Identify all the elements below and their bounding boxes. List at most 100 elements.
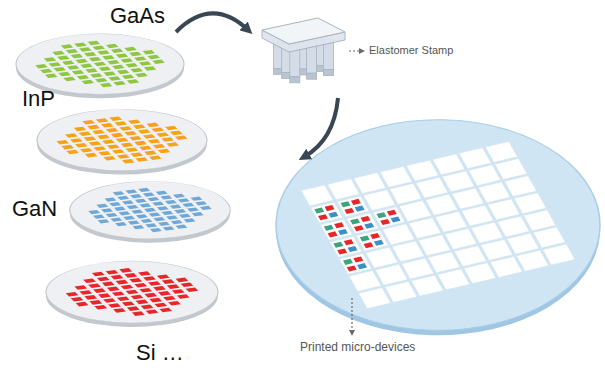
micro-device — [125, 63, 137, 67]
micro-device — [178, 198, 190, 202]
target-cell — [411, 275, 443, 296]
printed-device — [324, 225, 334, 231]
micro-device — [157, 206, 169, 210]
micro-device — [171, 220, 183, 224]
target-cell — [320, 219, 352, 240]
micro-device — [174, 209, 186, 213]
micro-device — [70, 138, 83, 143]
micro-device — [119, 211, 131, 215]
micro-device — [115, 222, 127, 226]
micro-device — [166, 142, 179, 147]
target-cell — [445, 229, 477, 250]
micro-device — [172, 289, 185, 294]
micro-device — [89, 300, 102, 305]
micro-device — [143, 276, 156, 281]
micro-device — [108, 76, 120, 80]
micro-device — [110, 116, 123, 121]
micro-device — [168, 301, 181, 306]
target-cell — [504, 176, 536, 197]
micro-device — [162, 211, 174, 215]
micro-device — [76, 302, 89, 307]
part-label: Elastomer Stamp — [369, 44, 453, 57]
micro-device — [135, 199, 147, 203]
micro-device — [170, 131, 183, 136]
micro-device — [163, 226, 175, 230]
micro-device — [58, 72, 70, 76]
micro-device — [92, 130, 105, 135]
target-cell — [469, 165, 501, 186]
micro-device — [152, 202, 164, 206]
micro-device — [162, 279, 175, 284]
target-cell — [373, 207, 405, 228]
target-cell — [399, 201, 431, 222]
micro-device — [103, 298, 116, 303]
micro-device — [88, 283, 101, 288]
target-cell — [347, 213, 379, 234]
micro-device — [89, 57, 101, 61]
micro-device — [117, 296, 130, 301]
micro-device — [85, 153, 98, 158]
micro-device — [173, 194, 185, 198]
printed-device — [387, 210, 397, 216]
target-cell — [495, 159, 527, 180]
micro-device — [83, 278, 96, 283]
micro-device — [61, 44, 73, 48]
target-cell — [461, 205, 493, 226]
micro-device — [143, 50, 155, 54]
micro-device — [131, 152, 144, 157]
micro-device — [66, 49, 78, 53]
material-label: GaN — [12, 196, 57, 221]
micro-device — [61, 145, 74, 150]
micro-device — [129, 52, 141, 56]
micro-device — [93, 46, 105, 50]
micro-device — [125, 189, 137, 193]
target-cell — [452, 188, 484, 209]
micro-device — [72, 70, 84, 74]
micro-device — [130, 68, 142, 72]
micro-device — [57, 56, 69, 60]
target-cell — [392, 241, 424, 262]
micro-device — [49, 62, 61, 66]
micro-device — [149, 298, 162, 303]
micro-device — [109, 202, 121, 206]
target-cell — [380, 166, 412, 187]
micro-device — [126, 148, 139, 153]
micro-device — [102, 282, 115, 287]
target-cell — [481, 239, 513, 260]
micro-device — [107, 144, 120, 149]
micro-device — [107, 287, 120, 292]
target-cell — [507, 233, 539, 254]
micro-device — [119, 268, 132, 273]
micro-device — [139, 203, 151, 207]
leader-line — [351, 298, 352, 333]
micro-device — [104, 71, 116, 75]
micro-device — [138, 188, 150, 192]
micro-device — [144, 66, 156, 70]
micro-device — [40, 69, 52, 73]
micro-device — [139, 288, 152, 293]
micro-device — [153, 217, 165, 221]
micro-device — [35, 64, 47, 68]
micro-device — [123, 216, 135, 220]
micro-device — [121, 285, 134, 290]
micro-device — [95, 78, 107, 82]
micro-device — [141, 219, 153, 223]
micro-device — [94, 305, 107, 310]
material-label: Si … — [136, 340, 184, 365]
micro-device — [113, 81, 125, 85]
micro-device — [175, 225, 187, 229]
micro-device — [111, 275, 124, 280]
micro-device — [141, 305, 154, 310]
micro-device — [75, 143, 88, 148]
micro-device — [186, 287, 199, 292]
target-cell — [356, 230, 388, 251]
micro-device — [106, 270, 119, 275]
micro-device — [97, 50, 109, 54]
micro-device — [129, 136, 142, 141]
printed-device — [325, 205, 335, 211]
micro-device — [45, 74, 57, 78]
micro-device — [143, 192, 155, 196]
micro-device — [94, 62, 106, 66]
micro-device — [127, 205, 139, 209]
